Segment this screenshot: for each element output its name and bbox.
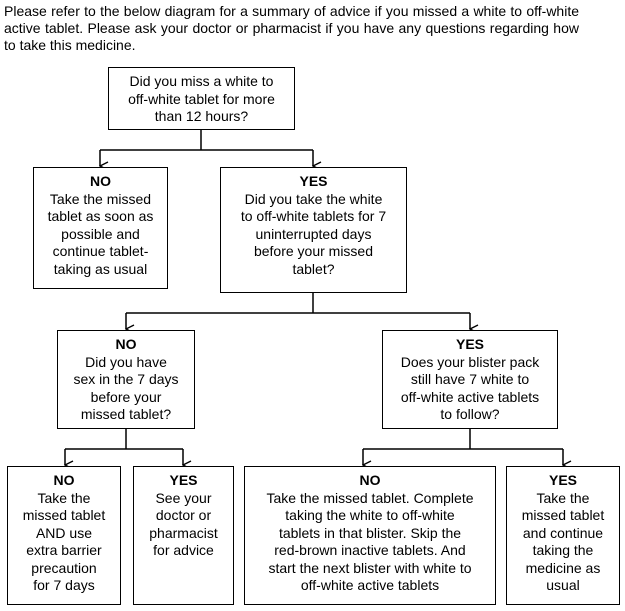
node-no-barrier: NO Take the missed tablet AND use extra … bbox=[7, 466, 121, 605]
node-no-take-missed-answer: NO bbox=[90, 173, 111, 189]
node-no-take-missed-text: Take the missed tablet as soon as possib… bbox=[47, 190, 154, 277]
node-no-skip-inactive: NO Take the missed tablet. Complete taki… bbox=[244, 466, 496, 605]
node-no-barrier-answer: NO bbox=[53, 472, 75, 488]
node-no-sex-7-days-text: Did you have sex in the 7 days before yo… bbox=[73, 353, 179, 423]
node-yes-7-days-text: Did you take the white to off-white tabl… bbox=[240, 190, 387, 277]
node-yes-blister-7: YES Does your blister pack still have 7 … bbox=[382, 330, 558, 429]
node-yes-blister-7-text: Does your blister pack still have 7 whit… bbox=[400, 353, 540, 423]
intro-text: Please refer to the below diagram for a … bbox=[4, 3, 579, 53]
node-yes-see-doctor: YES See your doctor or pharmacist for ad… bbox=[133, 466, 234, 605]
node-missed-12-hours-text: Did you miss a white to off-white tablet… bbox=[128, 73, 275, 124]
node-missed-12-hours: Did you miss a white to off-white tablet… bbox=[108, 67, 295, 130]
node-no-barrier-text: Take the missed tablet AND use extra bar… bbox=[22, 489, 106, 594]
node-no-take-missed: NO Take the missed tablet as soon as pos… bbox=[33, 167, 168, 289]
node-yes-blister-7-answer: YES bbox=[455, 336, 484, 352]
node-no-skip-inactive-answer: NO bbox=[359, 472, 381, 488]
node-yes-continue-text: Take the missed tablet and continue taki… bbox=[521, 489, 605, 594]
node-no-sex-7-days-answer: NO bbox=[115, 336, 137, 352]
node-yes-7-days-answer: YES bbox=[299, 173, 328, 189]
node-yes-see-doctor-text: See your doctor or pharmacist for advice bbox=[149, 489, 218, 559]
node-yes-continue: YES Take the missed tablet and continue … bbox=[506, 466, 620, 605]
node-yes-7-days: YES Did you take the white to off-white … bbox=[220, 167, 407, 293]
node-yes-see-doctor-answer: YES bbox=[169, 472, 198, 488]
node-no-sex-7-days: NO Did you have sex in the 7 days before… bbox=[57, 330, 195, 429]
node-yes-continue-answer: YES bbox=[548, 472, 577, 488]
node-no-skip-inactive-text: Take the missed tablet. Complete taking … bbox=[266, 489, 474, 594]
